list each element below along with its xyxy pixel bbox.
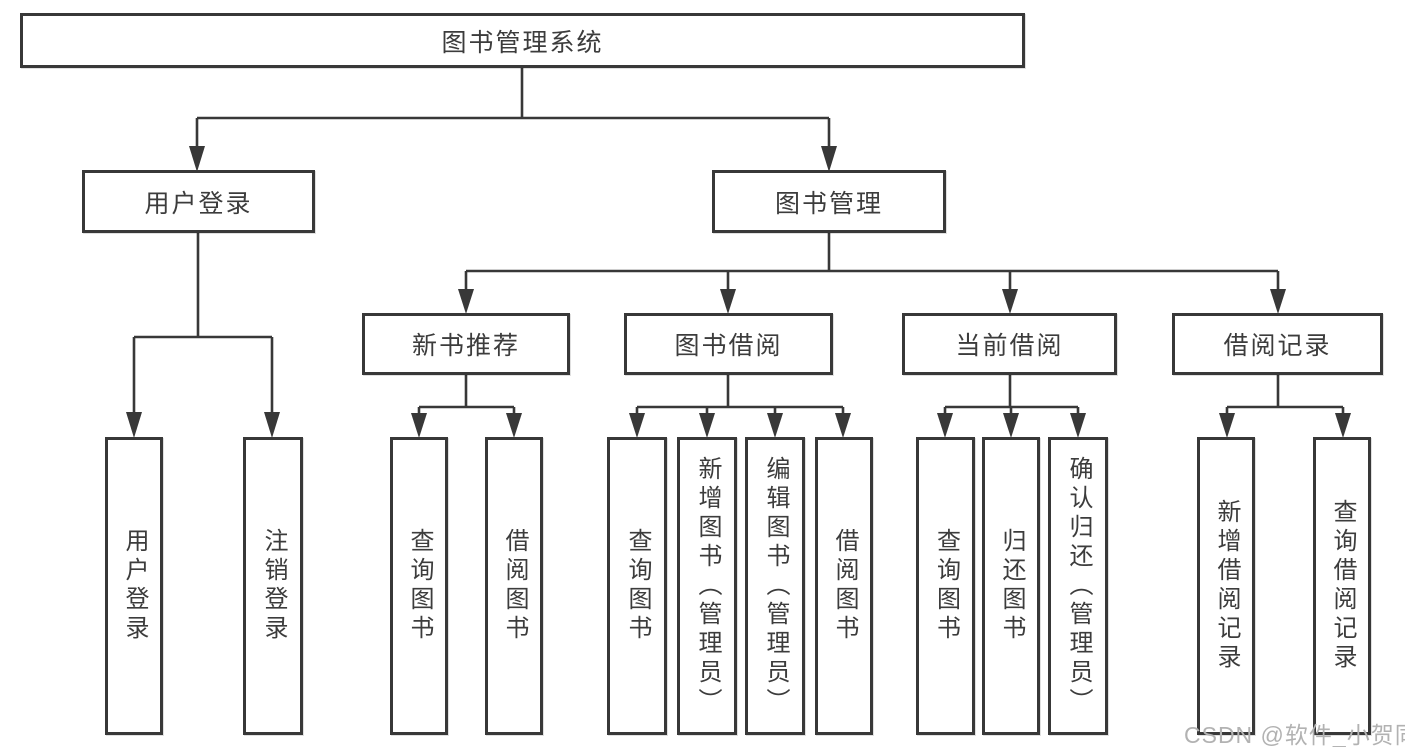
- csdn-watermark: CSDN @软件_小贺同学: [1184, 722, 1405, 747]
- leaf-user-login: 用户登录: [105, 437, 163, 735]
- node-user-login: 用户登录: [82, 170, 315, 233]
- leaf-query-borrow-record: 查询借阅记录: [1313, 437, 1371, 735]
- node-book-borrow: 图书借阅: [624, 313, 833, 375]
- leaf-label: 用户登录: [121, 528, 148, 644]
- leaf-query-book-1: 查询图书: [390, 437, 448, 735]
- leaf-label: 查询图书: [624, 528, 651, 644]
- leaf-label: 编辑图书（管理员）: [762, 455, 789, 717]
- leaf-label: 借阅图书: [831, 528, 858, 644]
- leaf-label: 查询借阅记录: [1329, 499, 1356, 673]
- leaf-query-book-2: 查询图书: [607, 437, 667, 735]
- leaf-confirm-return-admin: 确认归还（管理员）: [1048, 437, 1108, 735]
- leaf-label: 借阅图书: [501, 528, 528, 644]
- node-book-management: 图书管理: [712, 170, 946, 233]
- leaf-return-book: 归还图书: [982, 437, 1040, 735]
- leaf-label: 归还图书: [998, 528, 1025, 644]
- node-new-book-recommend: 新书推荐: [362, 313, 570, 375]
- leaf-label: 查询图书: [932, 528, 960, 644]
- leaf-borrow-book-1: 借阅图书: [485, 437, 543, 735]
- leaf-label: 新增图书（管理员）: [694, 455, 721, 717]
- leaf-edit-book-admin: 编辑图书（管理员）: [745, 437, 805, 735]
- leaf-label: 新增借阅记录: [1213, 499, 1240, 673]
- node-current-borrow: 当前借阅: [902, 313, 1117, 375]
- arrowheads: [126, 146, 1351, 438]
- leaf-label: 注销登录: [260, 528, 287, 644]
- node-borrow-record: 借阅记录: [1172, 313, 1383, 375]
- leaf-add-book-admin: 新增图书（管理员）: [677, 437, 737, 735]
- leaf-logout: 注销登录: [243, 437, 303, 735]
- leaf-label: 确认归还（管理员）: [1065, 455, 1092, 717]
- leaf-label: 查询图书: [406, 528, 433, 644]
- leaf-borrow-book-2: 借阅图书: [815, 437, 873, 735]
- node-root-system: 图书管理系统: [20, 13, 1025, 68]
- leaf-add-borrow-record: 新增借阅记录: [1197, 437, 1255, 735]
- leaf-query-book-3: 查询图书: [916, 437, 975, 735]
